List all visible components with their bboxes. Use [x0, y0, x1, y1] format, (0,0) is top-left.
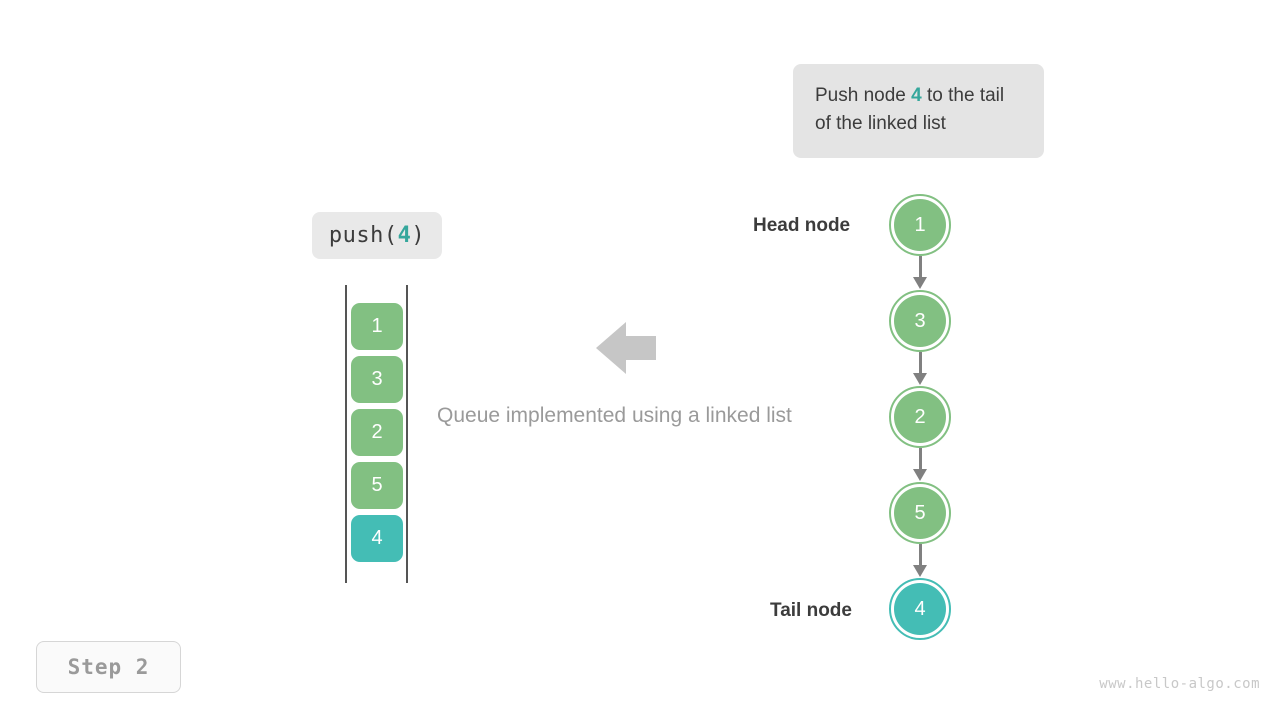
linked-list-connector-arrow-icon [889, 544, 951, 578]
queue-cell-list: 1 3 2 5 4 [351, 303, 403, 568]
linked-list-node: 4 [889, 578, 951, 640]
node-outer-ring [889, 578, 951, 640]
queue-rail-left [345, 285, 347, 583]
watermark: www.hello-algo.com [1099, 676, 1260, 692]
connector-shaft [919, 448, 922, 472]
tail-node-label: Tail node [770, 600, 852, 621]
callout-tooltip: Push node 4 to the tail of the linked li… [793, 64, 1044, 158]
linked-list-node: 5 [889, 482, 951, 544]
queue-cell: 2 [351, 409, 403, 456]
node-outer-ring [889, 482, 951, 544]
connector-arrowhead [913, 565, 927, 577]
linked-list-connector-arrow-icon [889, 256, 951, 290]
node-value: 2 [894, 391, 946, 443]
queue-cell: 1 [351, 303, 403, 350]
head-node-label: Head node [753, 215, 851, 236]
queue-cell: 3 [351, 356, 403, 403]
node-value: 1 [894, 199, 946, 251]
node-value: 4 [894, 583, 946, 635]
callout-highlight-value: 4 [911, 85, 922, 106]
operation-suffix: ) [411, 223, 426, 248]
linked-list-connector-arrow-icon [889, 448, 951, 482]
node-value: 5 [894, 487, 946, 539]
callout-text-before: Push node [815, 85, 912, 106]
callout-text-after: to the tail of the linked list [815, 85, 1005, 134]
connector-arrowhead [913, 277, 927, 289]
operation-label: push(4) [312, 212, 442, 259]
queue-cell: 5 [351, 462, 403, 509]
queue-cell: 4 [351, 515, 403, 562]
queue-array-view: 1 3 2 5 4 [344, 285, 410, 583]
connector-shaft [919, 352, 922, 376]
connector-arrowhead [913, 373, 927, 385]
connector-shaft [919, 544, 922, 568]
queue-rail-right [406, 285, 408, 583]
linked-list-view: 1 3 2 5 4 [889, 194, 951, 640]
linked-list-connector-arrow-icon [889, 352, 951, 386]
node-outer-ring [889, 194, 951, 256]
step-badge: Step 2 [36, 641, 181, 693]
linked-list-node: 1 [889, 194, 951, 256]
left-arrow-icon [596, 320, 656, 376]
linked-list-node: 2 [889, 386, 951, 448]
operation-prefix: push( [328, 223, 398, 248]
operation-argument: 4 [397, 223, 412, 248]
node-outer-ring [889, 290, 951, 352]
linked-list-node: 3 [889, 290, 951, 352]
connector-shaft [919, 256, 922, 280]
node-value: 3 [894, 295, 946, 347]
connector-arrowhead [913, 469, 927, 481]
diagram-caption: Queue implemented using a linked list [437, 404, 792, 427]
node-outer-ring [889, 386, 951, 448]
